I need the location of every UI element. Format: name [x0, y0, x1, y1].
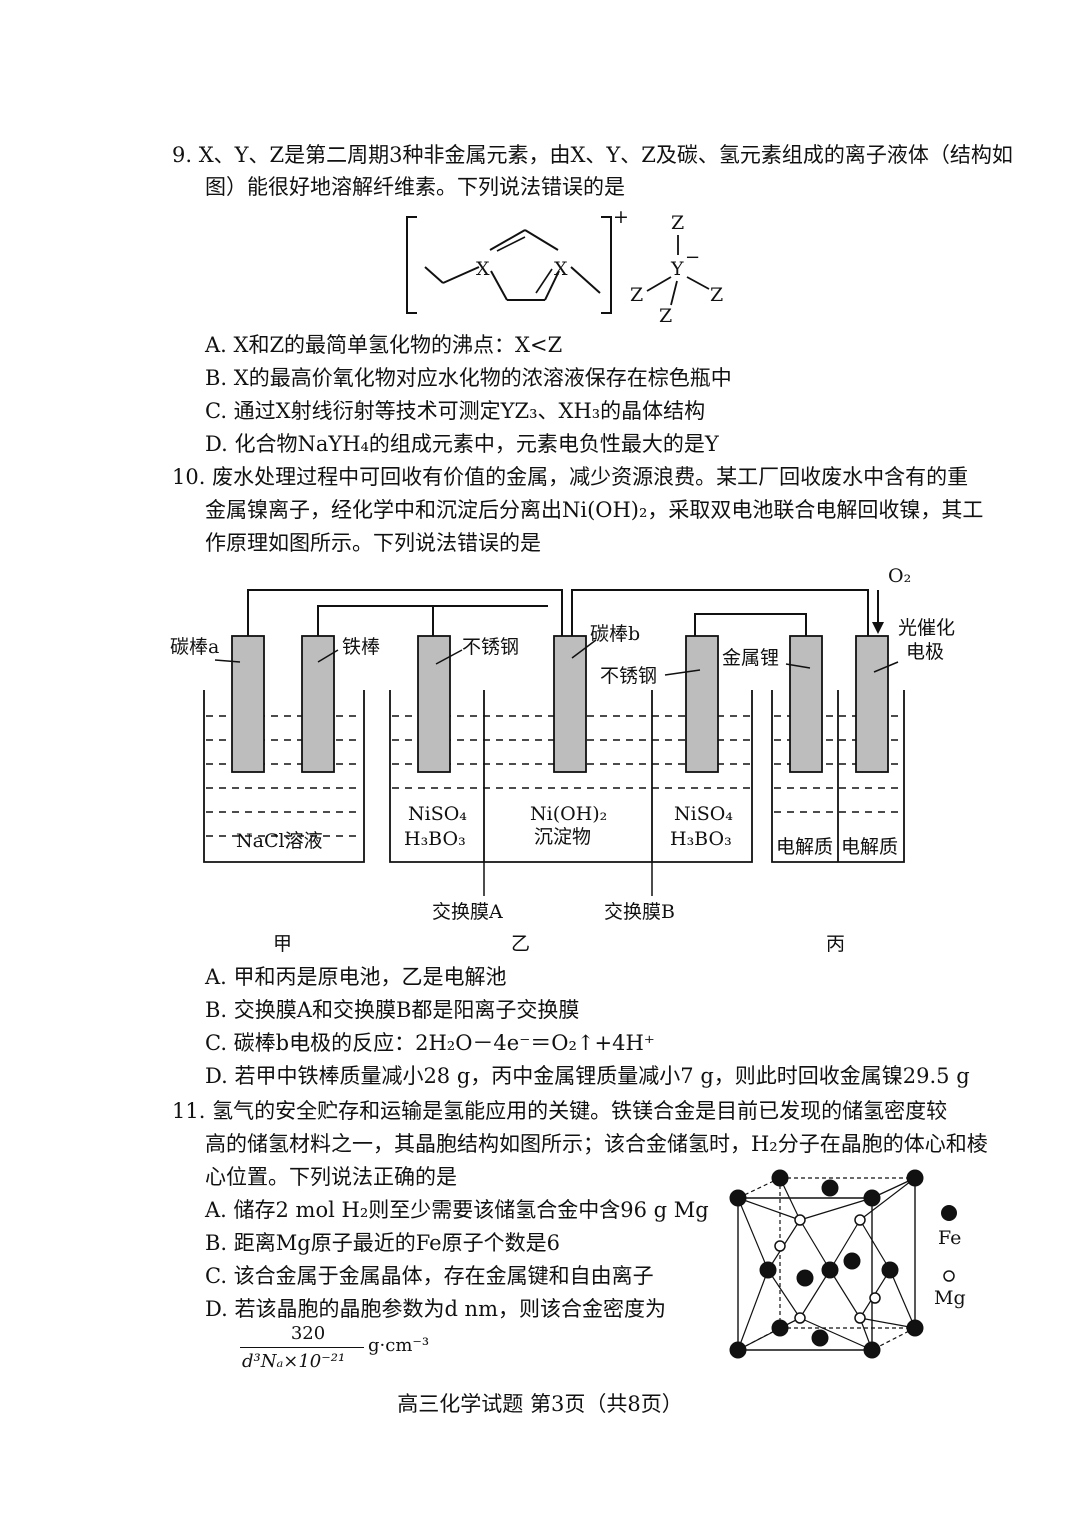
q9-option-b: B. X的最高价氧化物对应水化物的浓溶液保存在棕色瓶中	[205, 366, 732, 390]
label-carbon-b: 碳棒b	[590, 623, 640, 645]
legend-mg: Mg	[934, 1287, 966, 1309]
label-niso4-2: NiSO₄	[674, 803, 733, 825]
density-formula: 320 d³Nₐ×10⁻²¹ g·cm⁻³	[238, 1322, 430, 1382]
q10-option-d: D. 若甲中铁棒质量减小28 g，丙中金属锂质量减小7 g，则此时回收金属镍29…	[205, 1064, 970, 1088]
q11-stem-line2: 高的储氢材料之一，其晶胞结构如图所示；该合金储氢时，H₂分子在晶胞的体心和棱	[205, 1132, 988, 1156]
label-membrane-a: 交换膜A	[432, 901, 503, 923]
cation-charge: +	[613, 206, 629, 228]
label-cell-bing: 丙	[826, 933, 845, 955]
q10-stem-line2: 金属镍离子，经化学中和沉淀后分离出Ni(OH)₂，采取双电池联合电解回收镍，其工	[205, 498, 984, 522]
label-cell-yi: 乙	[511, 933, 530, 955]
electrode-photocatalytic	[855, 635, 889, 773]
label-niso4-1: NiSO₄	[408, 803, 467, 825]
q9-option-a: A. X和Z的最简单氢化物的沸点：X<Z	[205, 333, 563, 357]
electrode-steel-2	[685, 635, 719, 773]
label-steel-2: 不锈钢	[600, 665, 657, 687]
formula-unit: g·cm⁻³	[368, 1335, 430, 1356]
label-electrolyte-1: 电解质	[776, 836, 833, 858]
page-footer: 高三化学试题 第3页（共8页）	[397, 1392, 683, 1416]
q10-option-b: B. 交换膜A和交换膜B都是阳离子交换膜	[205, 998, 580, 1022]
q10-option-a: A. 甲和丙是原电池，乙是电解池	[205, 965, 507, 989]
label-h3bo3-1: H₃BO₃	[404, 828, 466, 850]
q11-stem-line3: 心位置。下列说法正确的是	[205, 1165, 457, 1189]
label-precipitate: 沉淀物	[534, 826, 591, 848]
ring-atom-x1: X	[476, 258, 490, 280]
anion-z-left: Z	[630, 284, 643, 306]
label-h3bo3-2: H₃BO₃	[670, 828, 732, 850]
q11-option-b: B. 距离Mg原子最近的Fe原子个数是6	[205, 1231, 560, 1255]
label-membrane-b: 交换膜B	[604, 901, 675, 923]
label-cell-jia: 甲	[273, 933, 292, 955]
electrode-carbon-a	[231, 635, 265, 773]
electrode-lithium	[789, 635, 823, 773]
q9-option-c: C. 通过X射线衍射等技术可测定YZ₃、XH₃的晶体结构	[205, 399, 706, 423]
q9-ionic-liquid-structure: X X + Z Y − Z Z Z	[406, 206, 723, 327]
legend-mg-icon	[943, 1270, 955, 1282]
label-photocatalytic-2: 电极	[906, 641, 944, 663]
ring-atom-x2: X	[554, 258, 568, 280]
label-carbon-a: 碳棒a	[170, 636, 219, 658]
q11-stem-line1: 11. 氢气的安全贮存和运输是氢能应用的关键。铁镁合金是目前已发现的储氢密度较	[172, 1099, 948, 1123]
q11-option-c: C. 该合金属于金属晶体，存在金属键和自由离子	[205, 1264, 654, 1288]
anion-y: Y	[670, 258, 684, 280]
electrode-iron	[301, 635, 335, 773]
electrode-carbon-b	[553, 635, 587, 773]
label-photocatalytic-1: 光催化	[898, 617, 955, 639]
formula-numerator: 320	[290, 1323, 326, 1344]
anion-z-right: Z	[710, 284, 723, 306]
q10-option-c: C. 碳棒b电极的反应：2H₂O－4e⁻＝O₂↑+4H⁺	[205, 1031, 655, 1055]
electrolysis-diagram: O₂ 碳棒a	[170, 565, 955, 955]
anion-z-top: Z	[671, 212, 684, 234]
label-lithium: 金属锂	[722, 647, 779, 669]
label-electrolyte-2: 电解质	[841, 836, 898, 858]
label-steel-1: 不锈钢	[462, 636, 519, 658]
label-nacl: NaCl溶液	[236, 830, 323, 852]
o2-label: O₂	[888, 565, 911, 587]
legend-fe-icon	[941, 1205, 957, 1221]
q10-stem-line3: 作原理如图所示。下列说法错误的是	[205, 531, 541, 555]
label-iron: 铁棒	[342, 636, 380, 658]
label-nioh2: Ni(OH)₂	[530, 803, 607, 825]
anion-z-bottom: Z	[659, 305, 672, 327]
legend-fe: Fe	[938, 1227, 961, 1249]
q11-option-a: A. 储存2 mol H₂则至少需要该储氢合金中含96 g Mg	[205, 1198, 709, 1222]
q9-stem-line1: 9. X、Y、Z是第二周期3种非金属元素，由X、Y、Z及碳、氢元素组成的离子液体…	[172, 143, 1013, 167]
q9-stem-line2: 图）能很好地溶解纤维素。下列说法错误的是	[205, 175, 625, 199]
electrode-steel-1	[417, 635, 451, 773]
formula-denominator: d³Nₐ×10⁻²¹	[242, 1351, 346, 1372]
anion-charge: −	[685, 247, 700, 268]
q10-stem-line1: 10. 废水处理过程中可回收有价值的金属，减少资源浪费。某工厂回收废水中含有的重	[172, 465, 969, 489]
crystal-cell-diagram: Fe Mg	[729, 1169, 966, 1359]
q9-option-d: D. 化合物NaYH₄的组成元素中，元素电负性最大的是Y	[205, 432, 719, 456]
q11-option-d: D. 若该晶胞的晶胞参数为d nm，则该合金密度为	[205, 1297, 666, 1321]
